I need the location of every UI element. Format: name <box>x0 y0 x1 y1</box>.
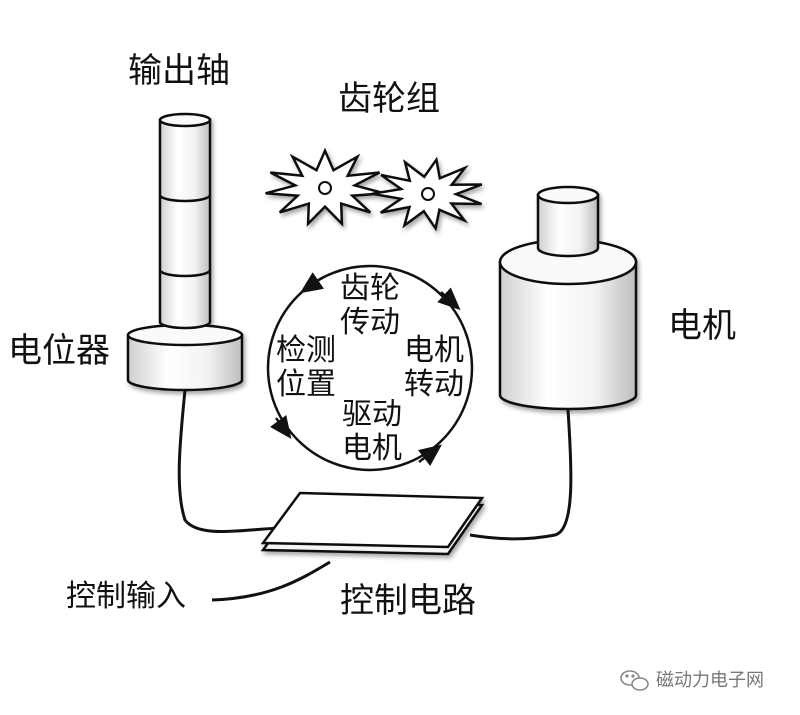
cycle-drive-motor-line2: 电机 <box>342 431 402 466</box>
label-control-circuit: 控制电路 <box>340 581 476 621</box>
motor-assembly <box>498 185 638 411</box>
output-shaft <box>158 118 212 330</box>
process-cycle <box>266 264 474 472</box>
potentiometer-body <box>126 333 244 392</box>
cycle-arrow-bottom-left <box>270 414 292 440</box>
gear-set <box>265 147 483 232</box>
wire-control-input <box>211 560 331 602</box>
cycle-arrow-bottom-right <box>418 444 442 467</box>
wire-motor <box>469 409 573 541</box>
wechat-icon <box>620 670 649 691</box>
cycle-detect-position-line1: 检测 <box>276 333 336 368</box>
label-gear-set: 齿轮组 <box>338 79 440 119</box>
motor-body <box>498 260 638 411</box>
cycle-gear-drive-line2: 传动 <box>340 305 400 340</box>
label-control-input: 控制输入 <box>66 579 186 614</box>
control-circuit-board <box>260 491 485 556</box>
cycle-motor-rotate-line2: 转动 <box>404 367 464 402</box>
wires <box>177 389 573 602</box>
wire-potentiometer <box>177 389 286 534</box>
label-potentiometer: 电位器 <box>8 331 110 371</box>
watermark-text: 磁动力电子网 <box>656 670 764 691</box>
label-motor: 电机 <box>668 306 736 346</box>
potentiometer-assembly <box>126 112 244 392</box>
cycle-arrow-top-left <box>299 272 325 294</box>
gear-left-hub <box>318 181 332 195</box>
label-output-shaft: 输出轴 <box>128 51 230 91</box>
watermark: 磁动力电子网 <box>620 670 764 691</box>
motor-shaft <box>536 193 600 258</box>
cycle-arrow-top-right <box>437 287 461 311</box>
gear-right-hub <box>421 187 435 201</box>
cycle-detect-position-line2: 位置 <box>276 367 336 402</box>
cycle-drive-motor-line1: 驱动 <box>342 397 402 432</box>
cycle-gear-drive-line1: 齿轮 <box>340 271 400 306</box>
cycle-motor-rotate-line1: 电机 <box>404 333 464 368</box>
